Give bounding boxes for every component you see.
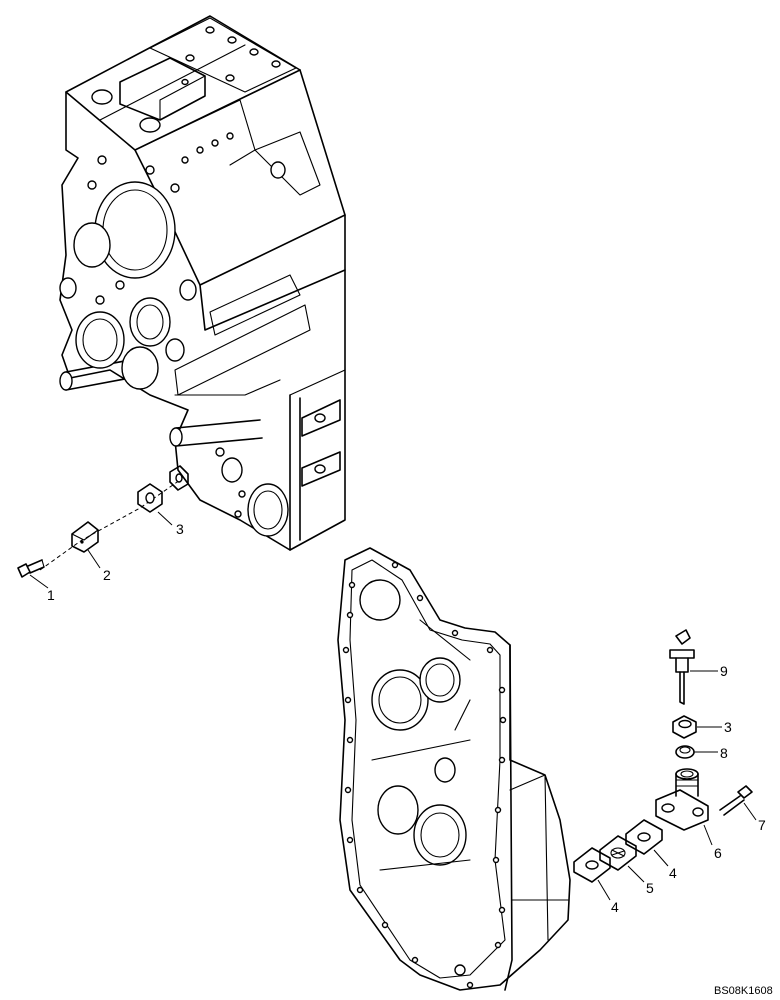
lower-small-parts	[573, 629, 753, 883]
bolt-part-7	[719, 785, 753, 816]
dipstick-part-9	[669, 629, 695, 705]
callout-5: 5	[646, 880, 654, 896]
drawing-id: BS08K1608	[714, 985, 773, 997]
leader-lines	[29, 511, 757, 901]
callout-4-left: 4	[611, 899, 619, 915]
nut-part-3-lower	[672, 715, 697, 739]
upper-small-parts	[17, 465, 189, 578]
callout-9: 9	[720, 663, 728, 679]
callout-3-upper: 3	[176, 521, 184, 537]
gasket-part-4-left	[573, 847, 611, 883]
callout-7: 7	[758, 817, 766, 833]
callout-6: 6	[714, 845, 722, 861]
seal-part-8	[675, 745, 695, 759]
screen-part-5	[599, 835, 637, 871]
callout-2: 2	[103, 567, 111, 583]
gasket-part-4-right	[625, 819, 663, 855]
callout-3-lower: 3	[724, 719, 732, 735]
callout-8: 8	[720, 745, 728, 761]
bolt-part-1	[17, 559, 45, 578]
cover-part-2	[71, 521, 99, 553]
callout-4-right: 4	[669, 865, 677, 881]
gasket-part-3-upper	[137, 465, 189, 513]
callout-1: 1	[47, 587, 55, 603]
lower-housing-cover	[337, 547, 571, 991]
elbow-part-6	[655, 768, 709, 831]
upper-transmission-housing	[59, 15, 346, 551]
